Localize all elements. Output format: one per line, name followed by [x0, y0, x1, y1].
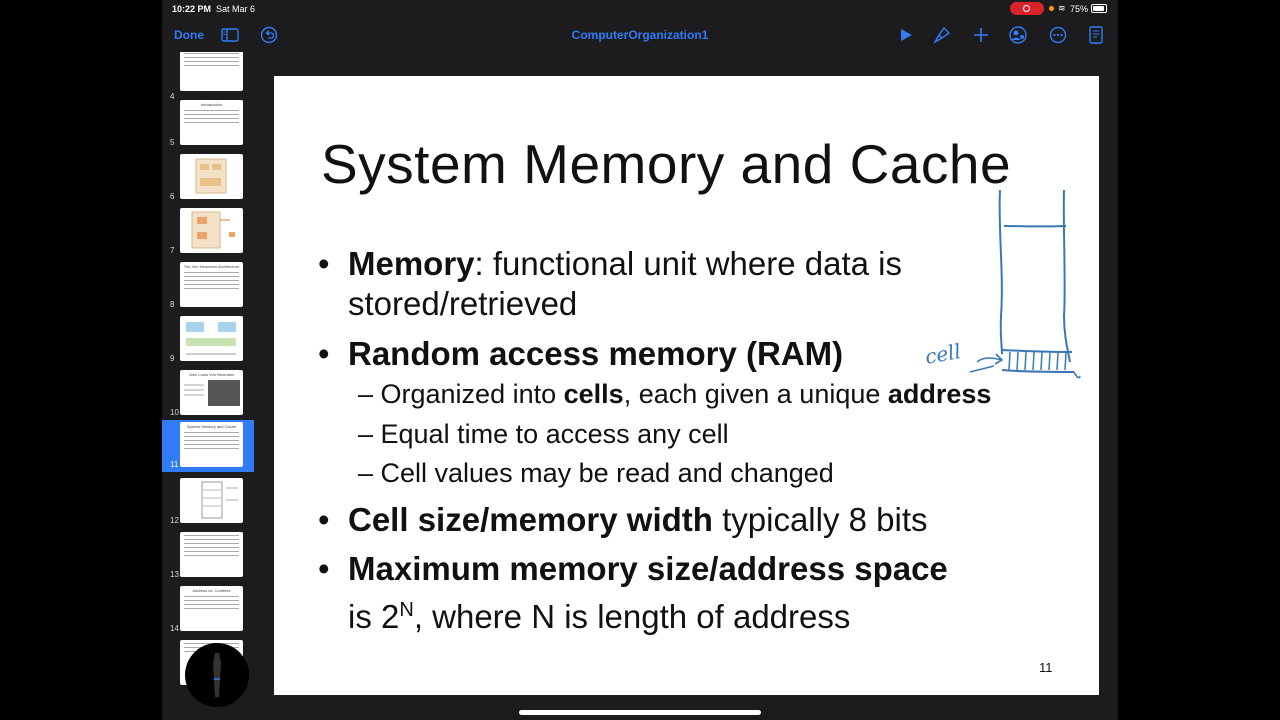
slide-number: 8 [170, 300, 175, 309]
slide-thumbnail[interactable]: 7 [162, 206, 254, 258]
done-button[interactable]: Done [174, 28, 204, 42]
slide-number: 11 [170, 460, 179, 469]
toolbar: Done ComputerOrganization1 [0, 22, 1280, 50]
battery-percent: 75% [1070, 4, 1089, 14]
slide-thumbnail[interactable]: 12 [162, 476, 254, 528]
document-title[interactable]: ComputerOrganization1 [571, 28, 709, 42]
slide-thumbnail[interactable]: 4 [162, 52, 254, 104]
undo-icon[interactable] [258, 24, 280, 46]
collaborate-icon[interactable] [1007, 24, 1029, 46]
status-bar: 10:22 PM Sat Mar 6 ≋ 75% [0, 0, 1280, 18]
more-icon[interactable] [1047, 24, 1069, 46]
slide-thumbnail[interactable]: 9 [162, 314, 254, 366]
status-date: Sat Mar 6 [216, 4, 256, 14]
slide-number: 14 [170, 624, 179, 633]
slide-thumbnail-title: Introduction [201, 102, 222, 107]
slide-thumbnail-title: The Von Neumann Architecture [183, 264, 240, 269]
sub-bullet-equal-time[interactable]: – Equal time to access any cell [358, 419, 729, 449]
slide-thumbnail[interactable]: The Von Neumann Architecture 8 [162, 260, 254, 312]
slide-number: 7 [170, 246, 175, 255]
slide-page-number: 11 [1039, 660, 1053, 675]
slide-thumbnail[interactable]: Introduction 5 [162, 98, 254, 150]
format-brush-icon[interactable] [931, 24, 953, 46]
slide-thumbnail-title: Address vs. Contents [192, 588, 231, 593]
document-setup-icon[interactable] [1085, 24, 1107, 46]
battery-icon [1091, 4, 1107, 13]
play-icon[interactable] [895, 24, 917, 46]
screen-record-icon[interactable] [1010, 2, 1044, 15]
slide-title[interactable]: System Memory and Cache [321, 133, 1012, 195]
slide-thumbnail[interactable]: 13 [162, 530, 254, 582]
slide-number: 5 [170, 138, 175, 147]
sub-bullet-read-changed[interactable]: – Cell values may be read and changed [358, 458, 834, 488]
slide-thumbnail[interactable]: 6 [162, 152, 254, 204]
slide-number: 13 [170, 570, 179, 579]
slide-number: 6 [170, 192, 175, 201]
slide-canvas[interactable]: System Memory and Cache • Memory: functi… [274, 76, 1099, 695]
sidebar-toggle-icon[interactable] [219, 24, 241, 46]
slide-number: 12 [170, 516, 179, 525]
slide-thumbnail-title: System Memory and Cache [186, 424, 237, 429]
mic-indicator-icon [1049, 6, 1054, 11]
pencil-tool-button[interactable] [185, 643, 249, 707]
status-time: 10:22 PM [172, 4, 212, 14]
home-indicator[interactable] [519, 710, 761, 715]
slide-navigator[interactable]: 4 Introduction 5 6 7 The Von Neumann Arc… [162, 52, 254, 720]
slide-thumbnail-title: John Louis Von Neumann [188, 372, 235, 377]
ink-memory-diagram[interactable] [914, 186, 1099, 386]
slide-number: 4 [170, 92, 175, 101]
slide-number: 9 [170, 354, 175, 363]
slide-thumbnail[interactable]: Address vs. Contents 14 [162, 584, 254, 636]
slide-thumbnail[interactable]: John Louis Von Neumann 10 [162, 368, 254, 420]
add-icon[interactable] [970, 24, 992, 46]
slide-thumbnail-selected[interactable]: System Memory and Cache 11 [162, 420, 254, 472]
slide-number: 10 [170, 408, 179, 417]
sub-bullet-cells[interactable]: – Organized into cells, each given a uni… [358, 379, 992, 409]
wifi-icon: ≋ [1058, 3, 1066, 13]
